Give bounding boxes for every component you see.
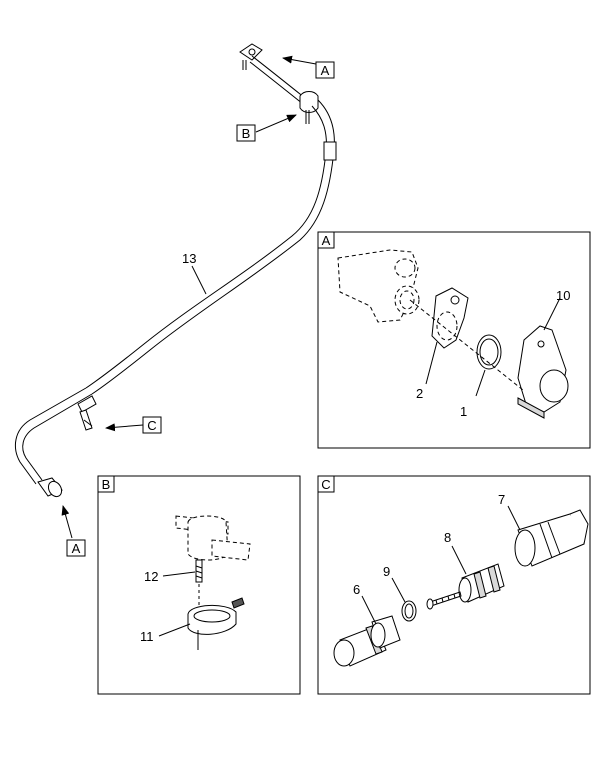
callout-a-bottom: A bbox=[61, 505, 86, 557]
label-7: 7 bbox=[498, 492, 521, 531]
label-11: 11 bbox=[140, 623, 191, 644]
label-11-text: 11 bbox=[140, 629, 154, 644]
mount-housing bbox=[337, 249, 420, 323]
label-9: 9 bbox=[383, 564, 406, 603]
panel-b: B 12 11 bbox=[97, 475, 301, 695]
label-8-text: 8 bbox=[444, 530, 451, 545]
label-2: 2 bbox=[416, 341, 438, 401]
dashed-tee-fitting bbox=[175, 515, 251, 561]
spool bbox=[426, 563, 505, 610]
label-13-text: 13 bbox=[182, 251, 196, 266]
callout-b: B bbox=[236, 114, 297, 142]
valve-body bbox=[514, 509, 589, 567]
side-valve bbox=[77, 395, 97, 431]
callout-a-top: A bbox=[282, 55, 335, 79]
label-12: 12 bbox=[144, 569, 196, 584]
clamp bbox=[187, 597, 245, 650]
panel-b-tag: B bbox=[102, 477, 111, 492]
label-2-text: 2 bbox=[416, 386, 423, 401]
label-9-text: 9 bbox=[383, 564, 390, 579]
label-7-text: 7 bbox=[498, 492, 505, 507]
label-1: 1 bbox=[460, 369, 486, 419]
bottom-end-fitting bbox=[37, 477, 63, 498]
label-1-text: 1 bbox=[460, 404, 467, 419]
callout-b-text: B bbox=[242, 126, 251, 141]
top-bracket bbox=[239, 43, 263, 70]
panel-a-tag: A bbox=[322, 233, 331, 248]
panel-c: C bbox=[317, 475, 591, 695]
plug bbox=[333, 615, 401, 667]
o-ring-small bbox=[401, 600, 417, 622]
label-10-text: 10 bbox=[556, 288, 570, 303]
hose-assembly bbox=[14, 43, 337, 498]
label-6-text: 6 bbox=[353, 582, 360, 597]
o-ring bbox=[476, 334, 502, 370]
panel-c-tag: C bbox=[321, 477, 330, 492]
callout-a-top-text: A bbox=[321, 63, 330, 78]
label-6: 6 bbox=[353, 582, 377, 625]
gasket bbox=[431, 287, 469, 349]
callout-c-text: C bbox=[147, 418, 156, 433]
screw bbox=[195, 559, 203, 610]
label-8: 8 bbox=[444, 530, 467, 575]
upper-fitting bbox=[299, 91, 319, 124]
callout-a-bottom-text: A bbox=[72, 541, 81, 556]
label-12-text: 12 bbox=[144, 569, 158, 584]
valve-cover bbox=[517, 325, 569, 419]
callout-c: C bbox=[105, 416, 162, 434]
panel-a: A 1 2 bbox=[317, 231, 591, 449]
label-10: 10 bbox=[543, 288, 570, 331]
label-13: 13 bbox=[182, 251, 207, 295]
